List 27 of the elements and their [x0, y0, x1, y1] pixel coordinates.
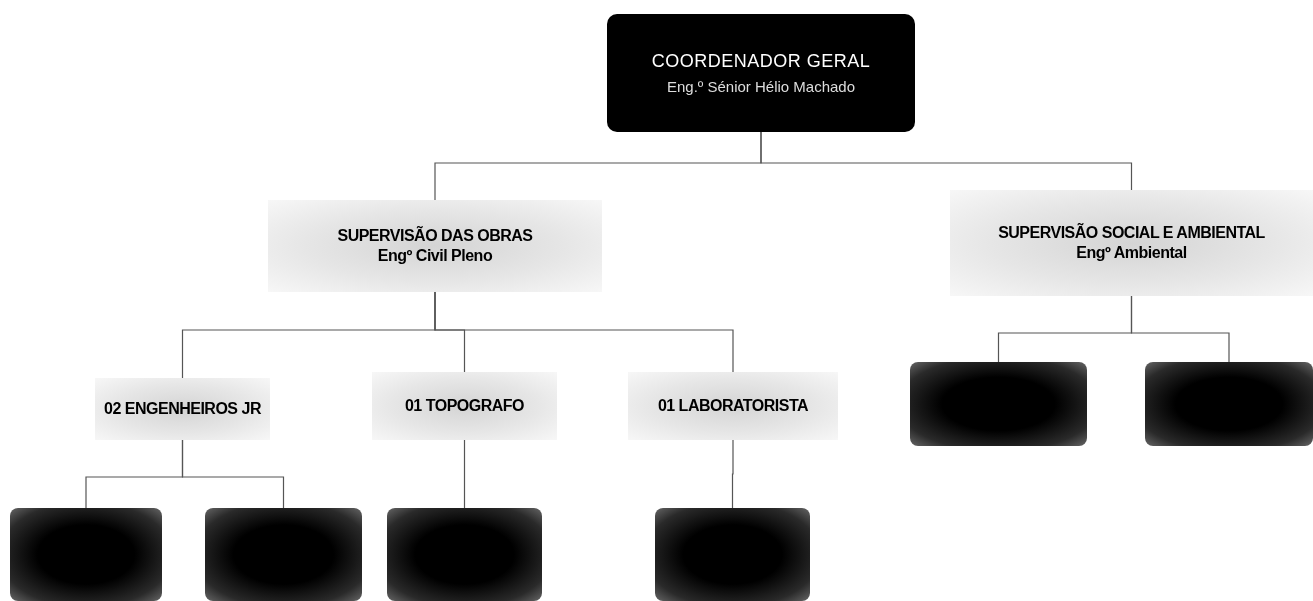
role-box — [950, 190, 1313, 296]
role-subtitle: Engº Ambiental — [1076, 244, 1187, 263]
connector-line — [463, 439, 466, 509]
blank-box — [205, 508, 362, 601]
connector-line — [731, 439, 734, 509]
blank-box — [1145, 362, 1313, 446]
role-subtitle: Eng.º Sénior Hélio Machado — [666, 78, 856, 95]
connector-line — [434, 291, 734, 373]
blank-box — [910, 362, 1087, 446]
role-subtitle: Engº Civil Pleno — [377, 247, 493, 266]
connector-line — [1130, 295, 1230, 363]
role-title: 02 ENGENHEIROS JR — [104, 399, 261, 419]
role-box — [372, 372, 557, 440]
blank-box — [655, 508, 810, 601]
role-title: COORDENADOR GERAL — [651, 51, 871, 72]
role-box — [95, 378, 270, 440]
blank-box — [10, 508, 162, 601]
title-box — [607, 14, 915, 132]
connector-line — [760, 131, 1133, 191]
role-title: 01 LABORATORISTA — [657, 396, 809, 416]
connector-line — [181, 439, 285, 509]
role-title: SUPERVISÃO SOCIAL E AMBIENTAL — [998, 223, 1265, 242]
role-box — [268, 200, 602, 292]
role-title: 01 TOPOGRAFO — [404, 396, 525, 416]
role-title: SUPERVISÃO DAS OBRAS — [337, 226, 533, 245]
role-box — [628, 372, 838, 440]
blank-box — [387, 508, 542, 601]
